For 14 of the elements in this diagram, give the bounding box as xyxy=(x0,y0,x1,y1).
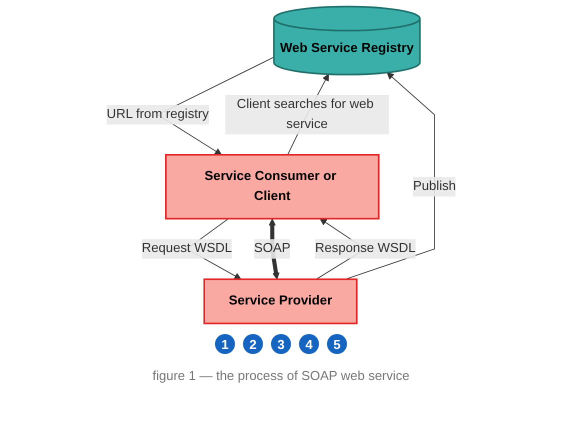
edge-label: Client searches for web service xyxy=(236,98,374,132)
callout-number: 4 xyxy=(299,334,319,354)
callout-number: 3 xyxy=(271,334,291,354)
edge-label: URL from registry xyxy=(106,107,209,122)
callout-number: 1 xyxy=(215,334,235,354)
node-box: Service Consumer or Client xyxy=(164,154,380,220)
callout-number: 5 xyxy=(327,334,347,354)
edge-label: Request WSDL xyxy=(141,242,232,256)
edge-label: Publish xyxy=(412,179,456,194)
edge-label: Response WSDL xyxy=(314,242,416,256)
caption: figure 1 — the process of SOAP web service xyxy=(152,368,410,383)
callout-number: 2 xyxy=(243,334,263,354)
edge-label: SOAP xyxy=(254,242,290,256)
node-box: Service Provider xyxy=(203,278,358,324)
